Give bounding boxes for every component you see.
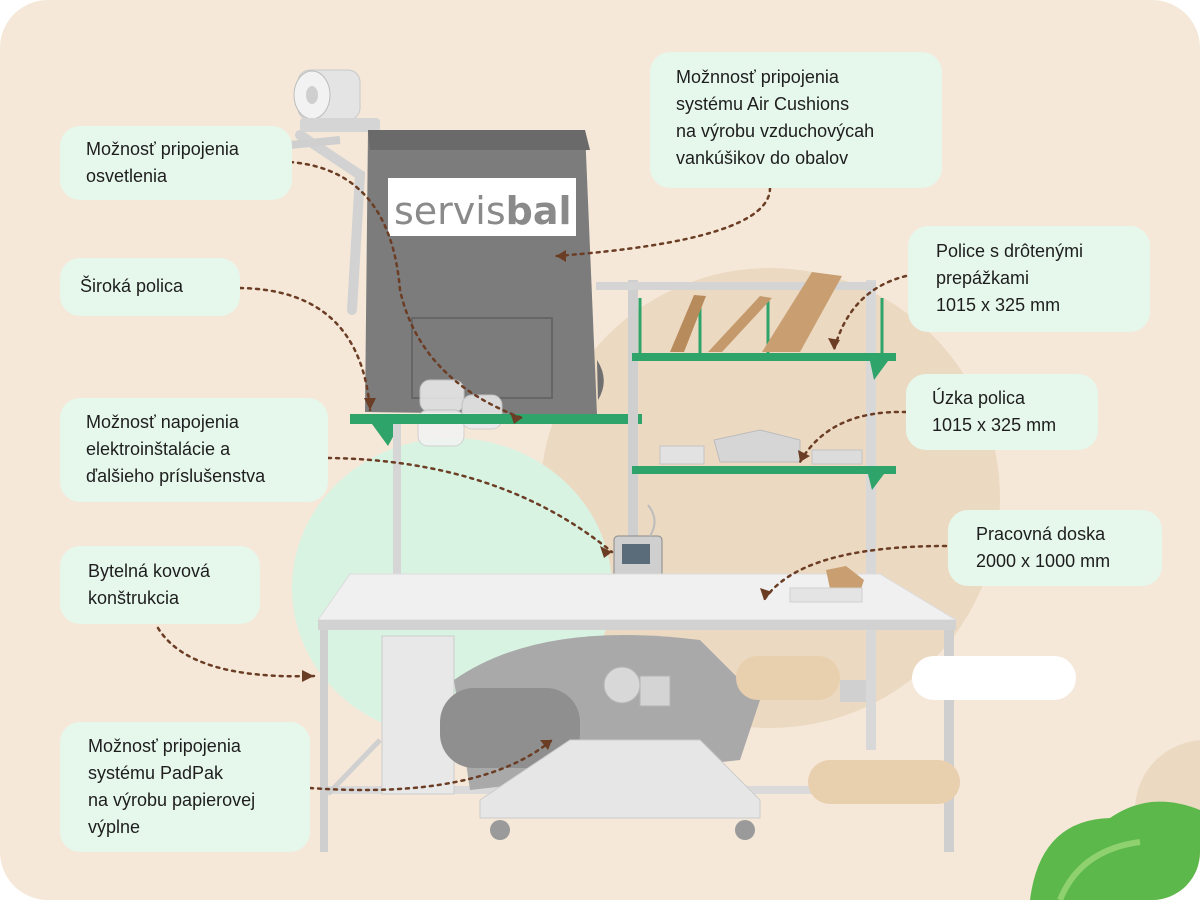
- callout-air-cushions-line-2: systému Air Cushions: [676, 94, 850, 114]
- callout-metal-frame-line-2: konštrukcia: [88, 588, 180, 608]
- callout-lighting-line-2: osvetlenia: [86, 166, 168, 186]
- callout-lighting-line-1: Možnosť pripojenia: [86, 139, 239, 159]
- paper-roll-icon: [293, 69, 380, 132]
- arrow-metal-frame: [156, 626, 316, 678]
- callout-padpak: Možnosť pripojenia systému PadPak na výr…: [60, 722, 310, 852]
- callout-padpak-line-1: Možnosť pripojenia: [88, 736, 241, 756]
- air-cushions-unit: servisbal: [365, 130, 604, 415]
- arrow-worktop: [762, 544, 948, 602]
- callout-padpak-line-3: na výrobu papierovej: [88, 790, 256, 810]
- callout-air-cushions-line-4: vankúšikov do obalov: [676, 148, 849, 168]
- decorative-pill-tan: [736, 656, 840, 700]
- callout-metal-frame: Bytelná kovová konštrukcia: [60, 546, 260, 624]
- callout-electrical-line-2: elektroinštalácie a: [86, 439, 231, 459]
- connector-arrows: [156, 160, 948, 792]
- frame-uprights: [393, 280, 876, 750]
- callout-electrical: Možnosť napojenia elektroinštalácie a ďa…: [60, 398, 328, 502]
- arrowheads: [302, 250, 840, 750]
- callout-air-cushions: Možnnosť pripojenia systému Air Cushions…: [650, 52, 942, 188]
- svg-text:servisbal: servisbal: [394, 189, 572, 233]
- callout-padpak-line-4: výplne: [88, 817, 141, 837]
- callout-electrical-line-1: Možnosť napojenia: [86, 412, 239, 432]
- decorative-pill-white: [912, 656, 1076, 700]
- decorative-pill-tan-lower: [808, 760, 960, 804]
- arrow-wire-shelves: [832, 274, 908, 352]
- callout-metal-frame-line-1: Bytelná kovová: [88, 561, 211, 581]
- arrow-wide-shelf: [238, 286, 372, 412]
- logo-text-right: bal: [506, 189, 572, 233]
- callout-worktop: Pracovná doska 2000 x 1000 mm: [948, 510, 1162, 586]
- arrow-narrow-shelf: [798, 410, 908, 464]
- controller-device: [613, 504, 663, 579]
- arrow-lighting: [288, 160, 524, 420]
- arrow-electrical: [326, 456, 614, 554]
- padpak-machine: [381, 635, 866, 840]
- callout-narrow-shelf-line-1: Úzka polica: [932, 388, 1026, 408]
- callout-air-cushions-line-1: Možnnosť pripojenia: [676, 67, 839, 87]
- callout-narrow-shelf-line-2: 1015 x 325 mm: [932, 415, 1057, 435]
- lighting-arm: [289, 130, 366, 315]
- callout-air-cushions-line-3: na výrobu vzduchovýcah: [676, 121, 875, 141]
- logo-text-left: servis: [394, 189, 506, 233]
- callout-narrow-shelf: Úzka polica 1015 x 325 mm: [906, 374, 1098, 450]
- narrow-shelf: [632, 429, 896, 490]
- callout-wire-shelves-line-2: prepážkami: [936, 268, 1030, 288]
- callout-wide-shelf-line-1: Široká polica: [80, 276, 184, 296]
- callout-electrical-line-3: ďalšieho príslušenstva: [86, 466, 266, 486]
- callout-padpak-line-2: systému PadPak: [88, 763, 224, 783]
- callout-wire-shelves: Police s drôtenými prepážkami 1015 x 325…: [908, 226, 1150, 332]
- wire-shelf: [632, 272, 896, 380]
- arrow-air-cushions: [554, 186, 772, 258]
- callout-wide-shelf: Široká polica: [60, 258, 240, 316]
- callout-wire-shelves-line-1: Police s drôtenými: [936, 241, 1084, 261]
- callout-worktop-line-1: Pracovná doska: [976, 524, 1106, 544]
- worktop: [317, 566, 958, 630]
- callout-worktop-line-2: 2000 x 1000 mm: [976, 551, 1111, 571]
- callout-lighting: Možnosť pripojenia osvetlenia: [60, 126, 292, 200]
- callout-wire-shelves-line-3: 1015 x 325 mm: [936, 295, 1061, 315]
- leaf-icon: [1030, 801, 1200, 900]
- arrow-padpak: [308, 738, 554, 792]
